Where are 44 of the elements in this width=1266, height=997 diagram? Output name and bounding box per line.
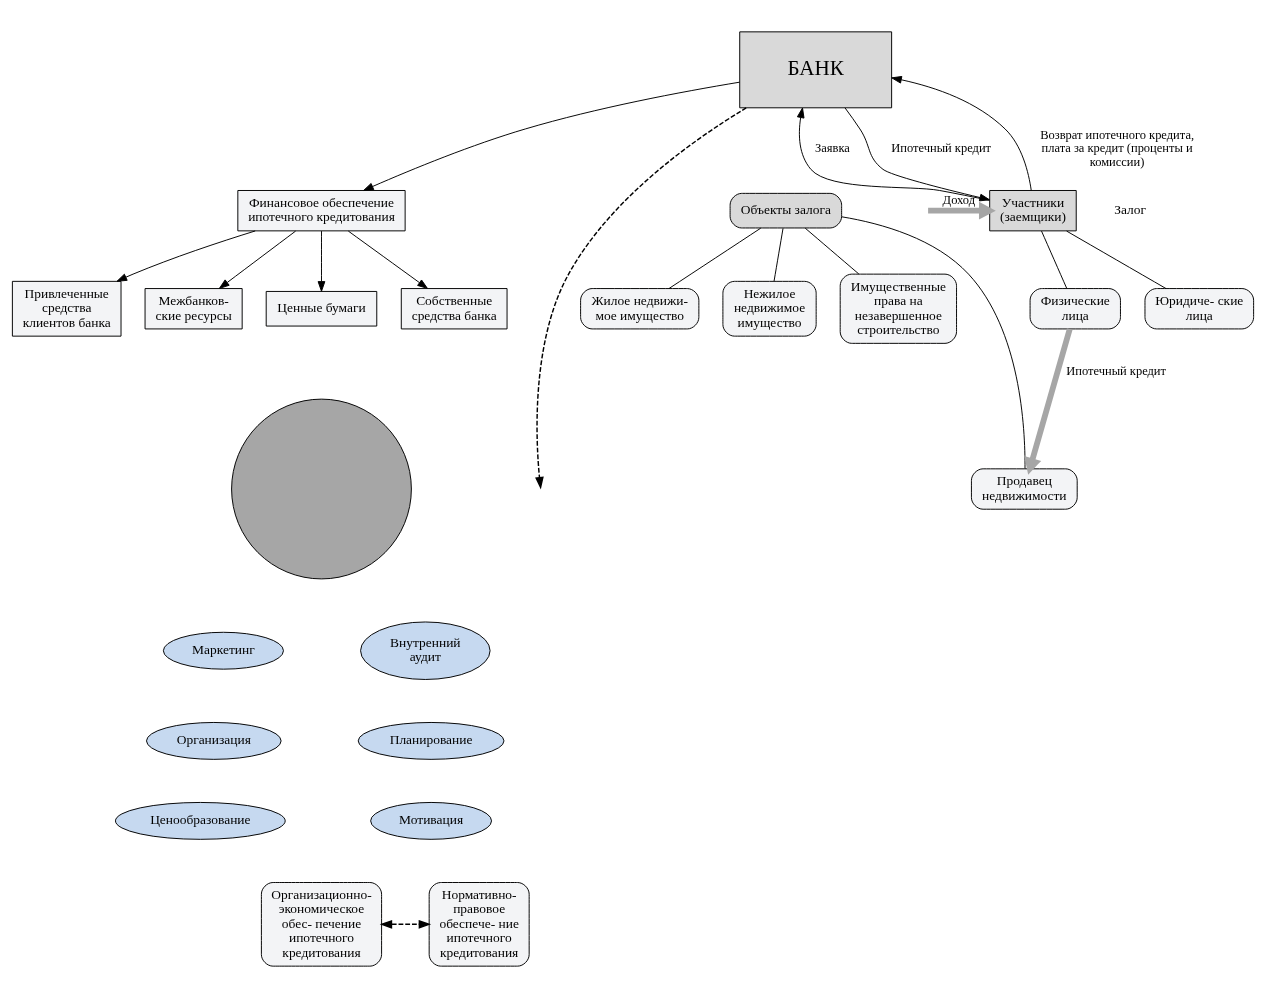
arrow (218, 230, 297, 289)
node-circle (231, 398, 412, 579)
node-box: Имущественные права на незавершенное строительство (839, 273, 957, 344)
edge-label: Заявка (815, 140, 850, 155)
node-box: БАНК (739, 30, 893, 108)
connector (773, 227, 784, 282)
node-box: Нежилое недвижимое имущество (722, 280, 817, 337)
arrow (317, 230, 326, 292)
connector (1066, 230, 1167, 289)
node-box: Продавец недвижимости (970, 467, 1078, 510)
arrow (1024, 327, 1073, 475)
node-ellipse: Ценообразование (115, 801, 286, 840)
arrow (891, 75, 1032, 191)
node-box: Межбанков- ские ресурсы (144, 287, 243, 329)
arrow (363, 81, 741, 191)
arrow (535, 106, 747, 489)
connector (1041, 230, 1068, 289)
arrow (116, 230, 256, 282)
node-box: Финансовое обеспечение ипотечного кредитования (237, 189, 406, 231)
arrow (928, 201, 996, 219)
node-box: Привлеченные средства клиентов банка (11, 280, 122, 337)
node-box: Юридиче- ские лица (1144, 287, 1255, 329)
connector (668, 227, 762, 289)
node-box: Жилое недвижи- мое имущество (580, 287, 700, 329)
label: Залог (1114, 201, 1146, 217)
node-box: Физические лица (1029, 287, 1121, 329)
edge-label: Возврат ипотечного кредита, плата за кредит (проценты и комиссии) (1040, 127, 1195, 169)
node-box: Собственные средства банка (400, 287, 508, 329)
node-box: Участники (заемщики) (989, 189, 1077, 231)
node-ellipse: Организация (146, 721, 282, 760)
connector (804, 227, 860, 274)
node-box: Ценные бумаги (265, 290, 378, 327)
node-ellipse: Внутренний аудит (360, 621, 491, 680)
arrow (379, 919, 432, 929)
node-ellipse: Планирование (357, 721, 505, 760)
node-box: Объекты залога (729, 192, 843, 228)
edge-label: Ипотечный кредит (1066, 363, 1167, 378)
edge-label: Ипотечный кредит (891, 140, 992, 155)
edge-label: Доход (942, 192, 976, 207)
node-ellipse: Маркетинг (162, 631, 284, 670)
arrow (347, 230, 428, 289)
node-ellipse: Мотивация (370, 801, 493, 840)
node-box: Нормативно- правовое обеспече- ние ипотечного кредитования (428, 881, 530, 967)
node-box: Организационно- экономическое обес- печение ипотечного кредитования (260, 881, 383, 967)
